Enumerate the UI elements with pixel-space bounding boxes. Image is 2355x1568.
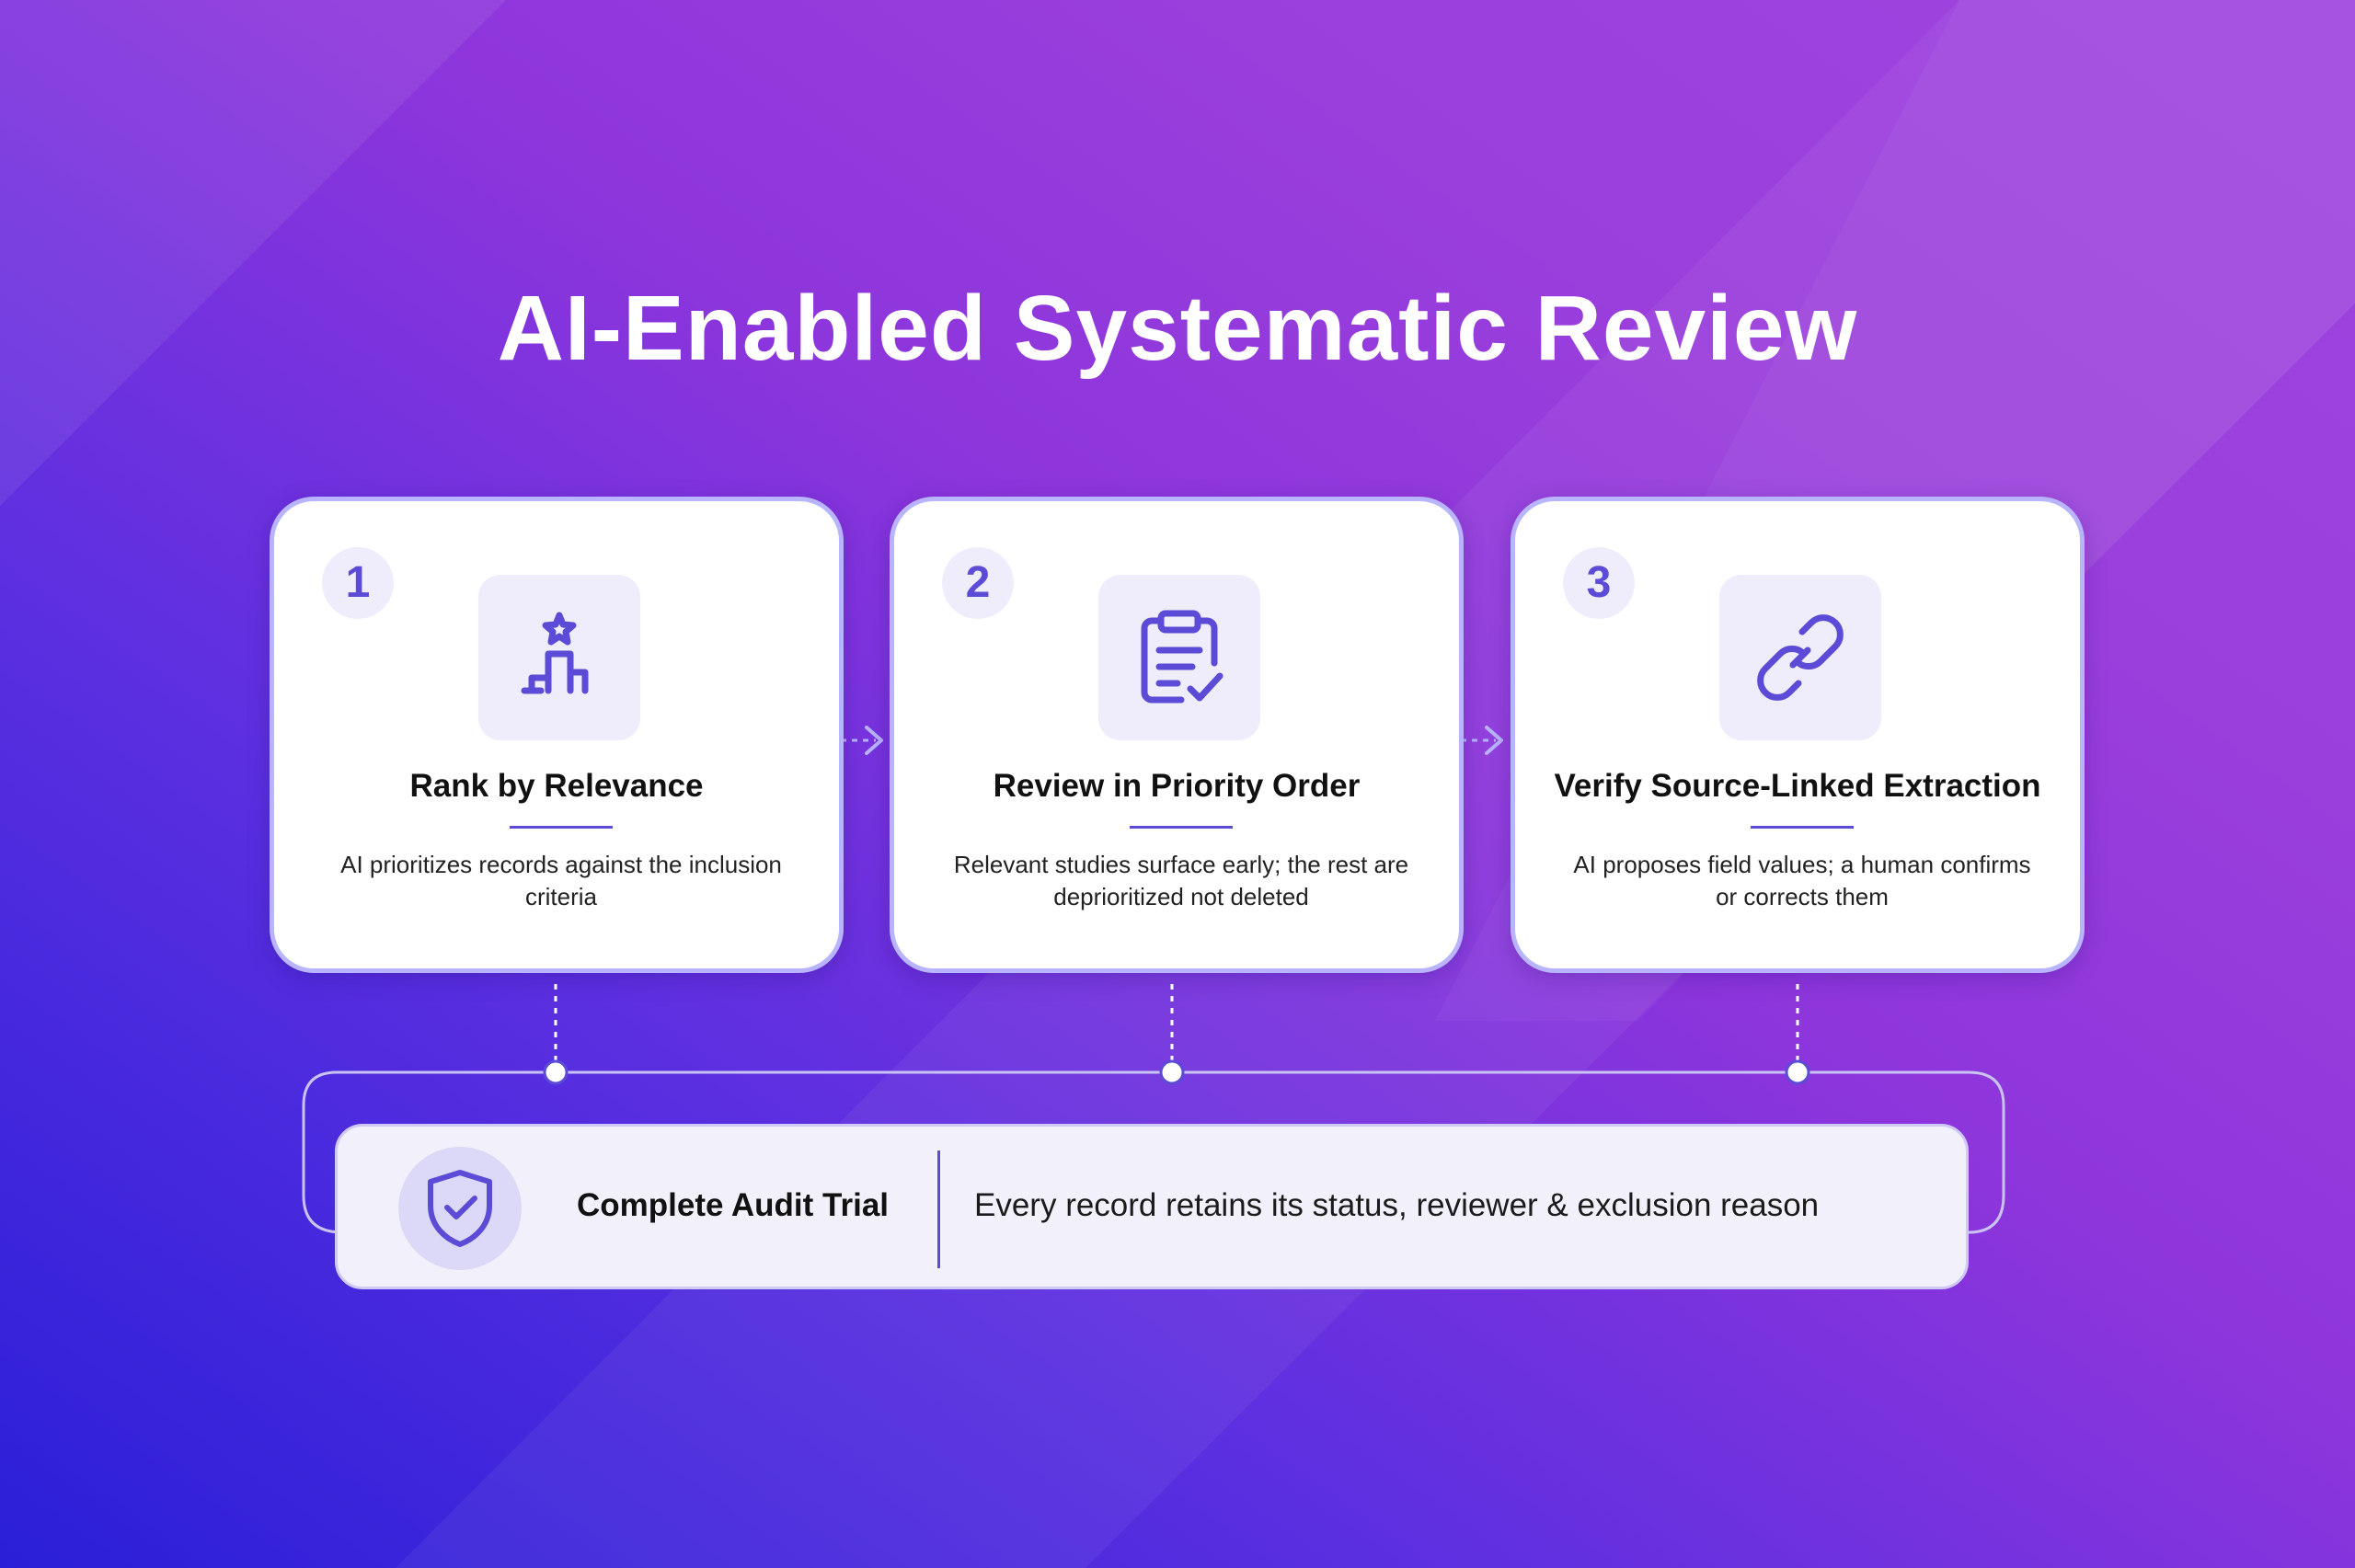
step-description: AI proposes field values; a human confir…	[1573, 851, 2031, 910]
audit-trail-banner: Complete Audit Trial Every record retain…	[335, 1124, 1969, 1289]
step-card-3: 3 Verify Source-Linked Extraction AI pro…	[1511, 497, 2085, 973]
clipboard-check-icon	[1098, 575, 1260, 740]
step-card-2: 2 Review in Priority Order Relevant stud…	[890, 497, 1464, 973]
arrow-connector-2	[1461, 726, 1503, 755]
podium-star-icon	[478, 575, 640, 740]
step-title: Rank by Relevance	[409, 768, 704, 804]
step-number: 3	[1563, 547, 1635, 619]
audit-description: Every record retains its status, reviewe…	[974, 1187, 1820, 1223]
connector-node	[1159, 1059, 1185, 1085]
step-title: Review in Priority Order	[993, 768, 1361, 804]
audit-title: Complete Audit Trial	[577, 1187, 890, 1223]
step-title: Verify Source-Linked Extraction	[1554, 768, 2041, 804]
title-divider	[510, 826, 613, 829]
connector-node	[1785, 1059, 1810, 1085]
audit-divider	[937, 1150, 940, 1268]
step-number: 1	[322, 547, 394, 619]
step-card-1: 1 Rank by Relevance AI prioritizes recor…	[270, 497, 844, 973]
arrow-connector-1	[841, 726, 883, 755]
step-number: 2	[942, 547, 1014, 619]
step-description: Relevant studies surface early; the rest…	[953, 851, 1409, 910]
title-divider	[1751, 826, 1854, 829]
page-title: AI-Enabled Systematic Review	[497, 277, 1858, 380]
step-description: AI prioritizes records against the inclu…	[340, 851, 782, 910]
shield-check-icon	[398, 1147, 522, 1270]
link-icon	[1719, 575, 1881, 740]
connector-node	[543, 1059, 569, 1085]
title-divider	[1130, 826, 1233, 829]
